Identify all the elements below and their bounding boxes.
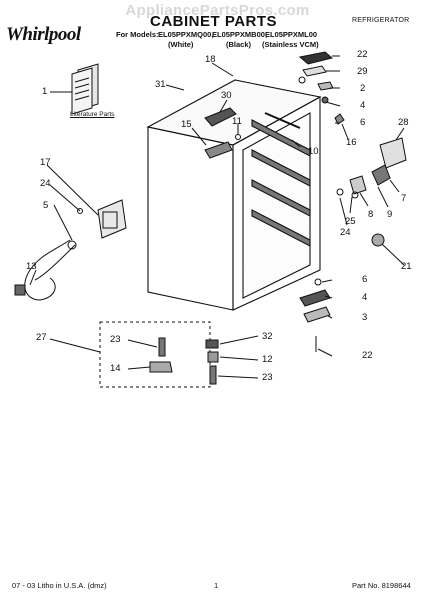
model-number-black: EL05PPXMB00, (212, 30, 268, 39)
footer-page-number: 1 (214, 581, 219, 590)
finish-stainless: (Stainless VCM) (262, 40, 319, 49)
callout-28: 28 (398, 117, 409, 128)
literature-parts-label: Literature Parts (70, 111, 115, 118)
models-label: For Models: (116, 30, 159, 39)
finish-black: (Black) (226, 40, 252, 49)
callout-7: 7 (401, 193, 407, 204)
whirlpool-logo: Whirlpool (6, 24, 81, 45)
literature-booklet-illustration (71, 63, 99, 115)
callout-9: 9 (387, 209, 393, 220)
footer-part-number: Part No. 8198644 (352, 581, 411, 590)
category-label: REFRIGERATOR (352, 17, 410, 24)
callout-4: 4 (360, 100, 366, 111)
callout-14: 14 (110, 363, 121, 374)
callout-1: 1 (42, 86, 48, 97)
callout-25: 25 (345, 216, 356, 227)
footer-litho: 07 - 03 Litho in U.S.A. (dmz) (12, 581, 107, 590)
callout-10: 10 (308, 146, 319, 157)
page-title: CABINET PARTS (150, 13, 278, 30)
callout-22: 22 (357, 49, 368, 60)
callout-8: 8 (368, 209, 374, 220)
callout-16: 16 (346, 137, 357, 148)
finish-white: (White) (168, 40, 194, 49)
callout-21: 21 (401, 261, 412, 272)
callout-6: 6 (360, 117, 366, 128)
callout-24b: 24 (340, 227, 351, 238)
callout-23: 23 (110, 334, 121, 345)
callout-11: 11 (232, 116, 242, 127)
callout-13: 13 (26, 261, 37, 272)
callout-3: 3 (362, 312, 368, 323)
callout-24: 24 (40, 178, 51, 189)
callout-32: 32 (262, 331, 273, 342)
callout-29: 29 (357, 66, 368, 77)
callout-22b: 22 (362, 350, 373, 361)
model-number-white: EL05PPXMQ00, (158, 30, 214, 39)
callout-31: 31 (155, 79, 166, 90)
callout-15: 15 (181, 119, 192, 130)
callout-17: 17 (40, 157, 51, 168)
watermark: AppliancePartsPros.com (125, 2, 310, 19)
callout-27: 27 (36, 332, 47, 343)
callout-18: 18 (205, 54, 216, 65)
callout-6b: 6 (362, 274, 368, 285)
callout-5: 5 (43, 200, 49, 211)
callout-23b: 23 (262, 372, 273, 383)
callout-12: 12 (262, 354, 273, 365)
callout-2: 2 (360, 83, 366, 94)
callout-30: 30 (221, 90, 232, 101)
model-number-stainless: EL05PPXML00 (265, 30, 318, 39)
callout-4b: 4 (362, 292, 368, 303)
